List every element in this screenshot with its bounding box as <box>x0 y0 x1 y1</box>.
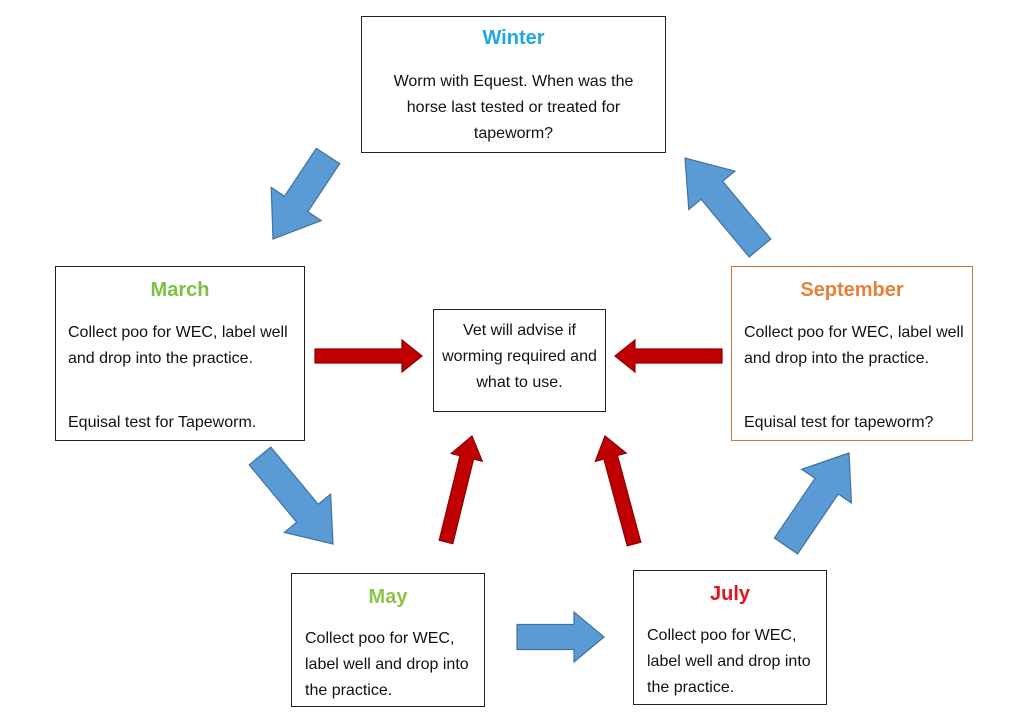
winter-text: Worm with Equest. When was the horse las… <box>393 73 634 142</box>
arrow-september-winter <box>684 157 772 258</box>
may-title: May <box>368 586 408 608</box>
march-title: March <box>150 279 210 301</box>
node-winter: Winter Worm with Equest. When was the ho… <box>361 16 666 153</box>
march-text: Collect poo for WEC, label well and drop… <box>68 324 288 367</box>
arrow-may-center <box>438 435 484 545</box>
node-september: September Collect poo for WEC, label wel… <box>731 266 973 441</box>
arrow-march-may <box>248 446 334 545</box>
arrow-july-center <box>594 435 642 547</box>
july-title: July <box>709 583 751 605</box>
may-text: Collect poo for WEC, label well and drop… <box>305 630 469 699</box>
arrow-winter-march <box>270 147 341 240</box>
march-text-2: Equisal test for Tapeworm. <box>68 414 257 431</box>
july-text: Collect poo for WEC, label well and drop… <box>647 627 811 696</box>
september-text: Collect poo for WEC, label well and drop… <box>744 324 964 367</box>
node-march: March Collect poo for WEC, label well an… <box>55 266 305 441</box>
winter-title: Winter <box>482 27 545 49</box>
vet-advice-text: Vet will advise if worming required and … <box>442 322 597 391</box>
node-vet-advice: Vet will advise if worming required and … <box>433 309 606 412</box>
arrow-july-september <box>773 452 853 555</box>
september-title: September <box>800 279 904 301</box>
arrow-may-july <box>516 610 605 664</box>
arrow-march-center <box>314 338 423 374</box>
node-july: July Collect poo for WEC, label well and… <box>633 570 827 705</box>
node-may: May Collect poo for WEC, label well and … <box>291 573 485 707</box>
arrow-september-center <box>614 338 723 374</box>
september-text-2: Equisal test for tapeworm? <box>744 414 934 431</box>
